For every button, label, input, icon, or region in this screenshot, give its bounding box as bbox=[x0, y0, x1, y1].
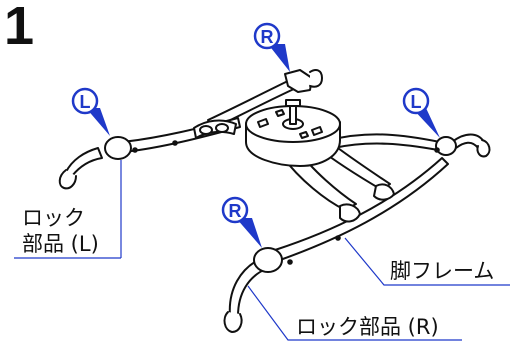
label-lock-part-l-line2: 部品 (L) bbox=[22, 232, 99, 256]
marker-l-left: L bbox=[71, 87, 110, 136]
rear-right-arm bbox=[207, 69, 323, 129]
callout-line-leg-frame bbox=[344, 237, 510, 286]
marker-l-right-letter: L bbox=[411, 92, 422, 112]
marker-l-left-letter: L bbox=[80, 92, 91, 112]
marker-r-top: R bbox=[253, 22, 290, 72]
step-number: 1 bbox=[4, 0, 35, 56]
front-arm bbox=[223, 157, 449, 333]
callout-lines bbox=[14, 160, 510, 341]
marker-r-top-letter: R bbox=[261, 27, 274, 47]
marker-l-right: L bbox=[402, 87, 440, 138]
marker-r-bottom-letter: R bbox=[229, 201, 242, 221]
callout-line-lock-r bbox=[247, 285, 462, 341]
marker-r-bottom: R bbox=[221, 196, 262, 248]
label-lock-part-r: ロック部品 (R) bbox=[296, 315, 439, 339]
label-lock-part-l-line1: ロック bbox=[22, 206, 85, 230]
bracket-link bbox=[193, 119, 237, 139]
label-leg-frame: 脚フレーム bbox=[390, 259, 495, 283]
central-hub bbox=[245, 99, 341, 167]
right-arm bbox=[329, 133, 491, 158]
